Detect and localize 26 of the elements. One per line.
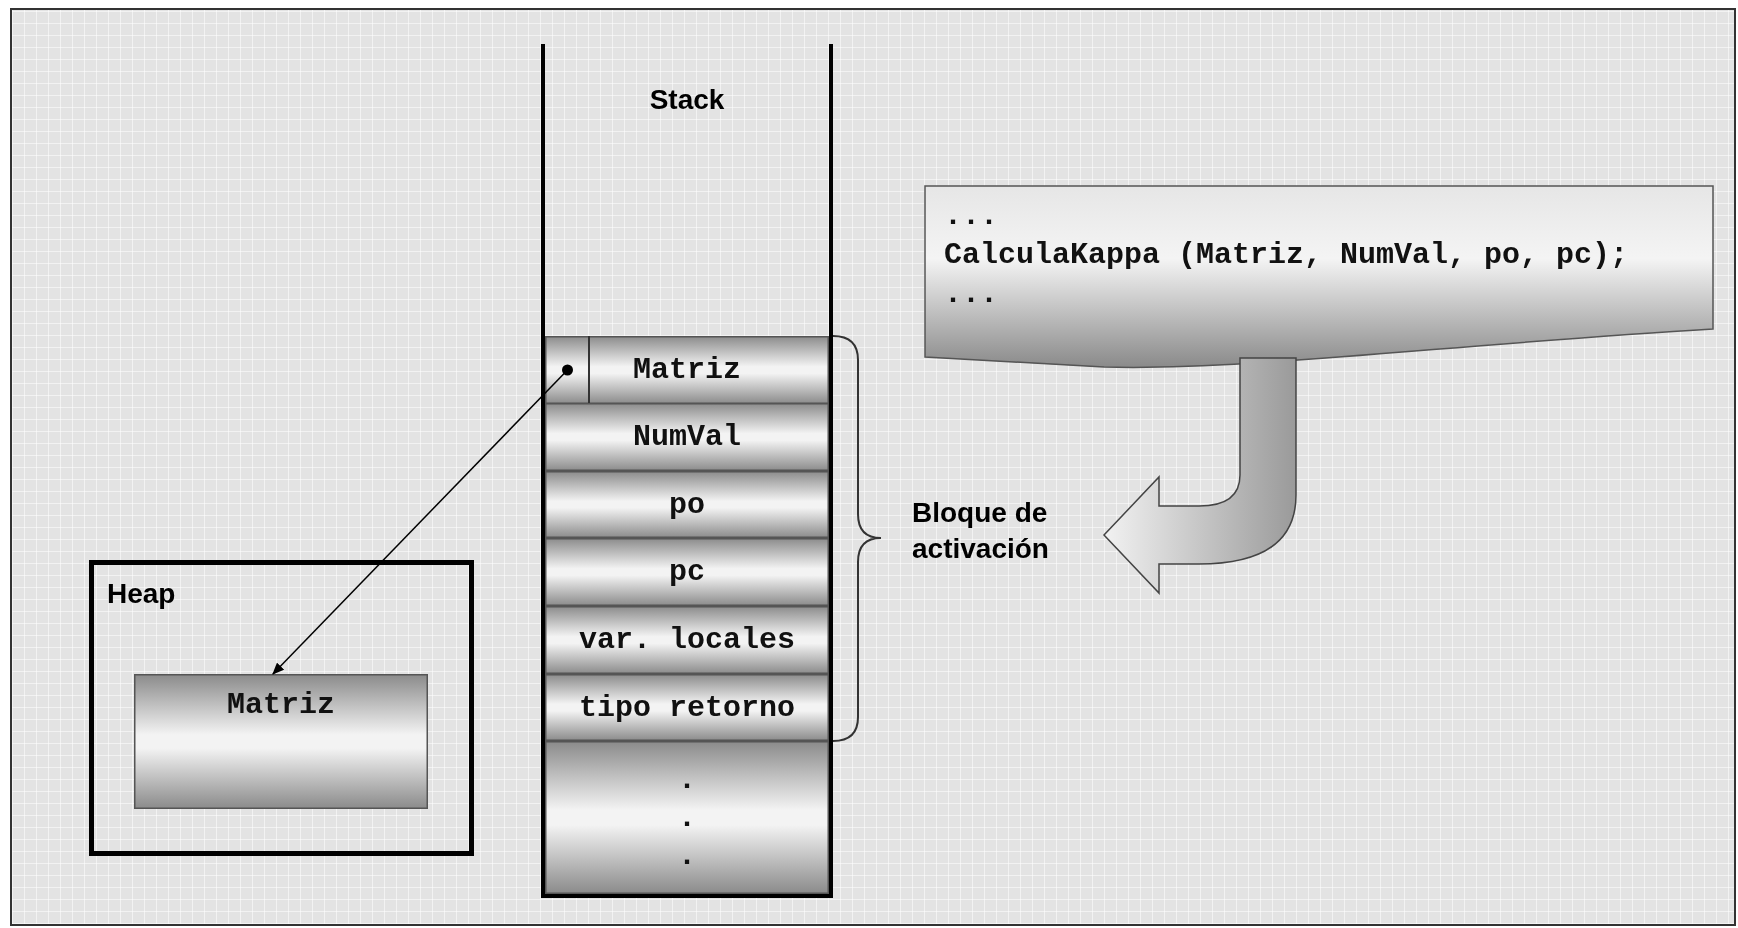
stack-cell	[545, 674, 829, 741]
memory-block	[134, 674, 428, 809]
stack-cell	[545, 538, 829, 606]
block-arrow	[1103, 357, 1297, 594]
code-box	[924, 185, 1714, 370]
cell-text: tipo retorno	[578, 690, 795, 725]
stack-cell	[545, 403, 829, 471]
stack-title: Stack	[649, 84, 725, 116]
code-line: ...	[944, 198, 998, 235]
stack-cell	[545, 606, 829, 674]
cell-text: var. locales	[578, 623, 795, 657]
cell-text: NumVal	[633, 420, 741, 454]
stack-cell	[545, 741, 829, 894]
cell-text: Matriz	[227, 688, 335, 722]
cell-text: Matriz	[633, 353, 741, 387]
pointer-arrow	[272, 364, 573, 675]
heap-title: Heap	[107, 578, 176, 610]
heap-box	[89, 560, 474, 856]
stack-cell	[545, 471, 829, 538]
cell-text: pc	[669, 555, 705, 589]
code-line: ...	[944, 276, 998, 313]
code-line: CalculaKappa (Matriz, NumVal, po, pc);	[944, 237, 1629, 274]
cell-text: po	[669, 487, 705, 522]
stack-frame	[541, 44, 833, 898]
ellipsis-dots: . . .	[677, 761, 697, 875]
stack-cell	[545, 336, 829, 404]
